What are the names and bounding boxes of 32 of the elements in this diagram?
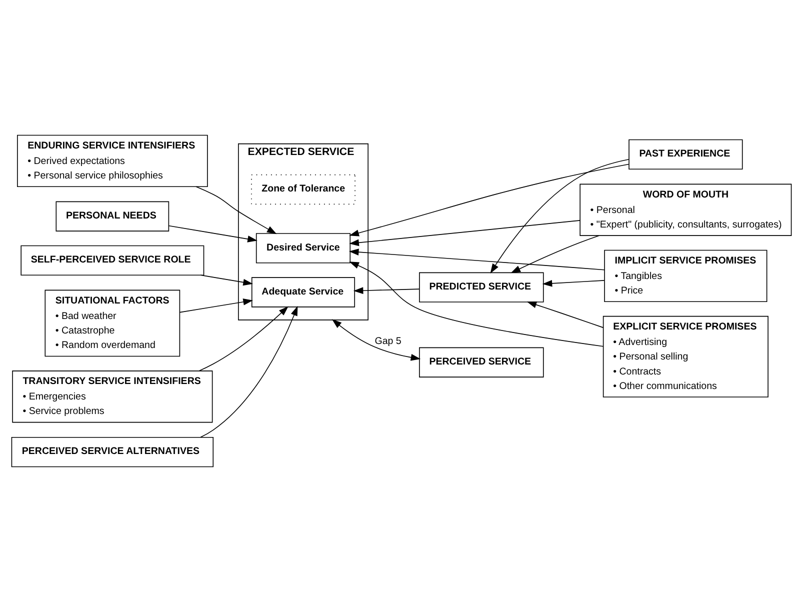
arrow xyxy=(349,220,580,246)
arrow xyxy=(348,248,605,270)
arrow xyxy=(198,306,288,372)
node-box: Desired Service xyxy=(256,233,351,264)
arrow xyxy=(353,287,420,294)
arrow xyxy=(200,306,298,438)
node-box: WORD OF MOUTH • Personal • "Expert" (publicity, consultants, surrogates) xyxy=(580,184,792,236)
node-box: PREDICTED SERVICE xyxy=(419,272,544,302)
node-box: Zone of Tolerance xyxy=(251,174,356,205)
node-box: ENDURING SERVICE INTENSIFIERS • Derived expectations • Personal service philosophies xyxy=(17,134,208,188)
node-box: EXPLICIT SERVICE PROMISES • Advertising • Personal selling • Contracts • Other communications xyxy=(602,316,768,398)
arrow xyxy=(349,262,604,347)
arrow xyxy=(332,319,421,361)
edge-label: Gap 5 xyxy=(374,336,402,348)
node-box: TRANSITORY SERVICE INTENSIFIERS • Emergencies • Service problems xyxy=(12,370,213,423)
node-box: PERCEIVED SERVICE ALTERNATIVES xyxy=(11,436,214,468)
arrow xyxy=(526,301,604,328)
node-box: PERSONAL NEEDS xyxy=(56,201,170,232)
node-box: SITUATIONAL FACTORS • Bad weather • Catastrophe • Random overdemand xyxy=(44,290,180,357)
arrow xyxy=(490,159,630,274)
node-box: Adequate Service xyxy=(251,277,356,308)
node-box: PERCEIVED SERVICE xyxy=(419,347,544,378)
node-box: IMPLICIT SERVICE PROMISES • Tangibles • Price xyxy=(604,250,768,302)
arrow xyxy=(510,235,600,274)
arrow xyxy=(200,274,253,286)
arrow xyxy=(542,280,605,287)
arrow xyxy=(180,298,253,313)
node-box: SELF-PERCEIVED SERVICE ROLE xyxy=(20,245,204,276)
arrow xyxy=(349,164,630,236)
arrow xyxy=(196,186,277,234)
node-box: PAST EXPERIENCE xyxy=(628,139,743,170)
arrow xyxy=(168,225,258,242)
